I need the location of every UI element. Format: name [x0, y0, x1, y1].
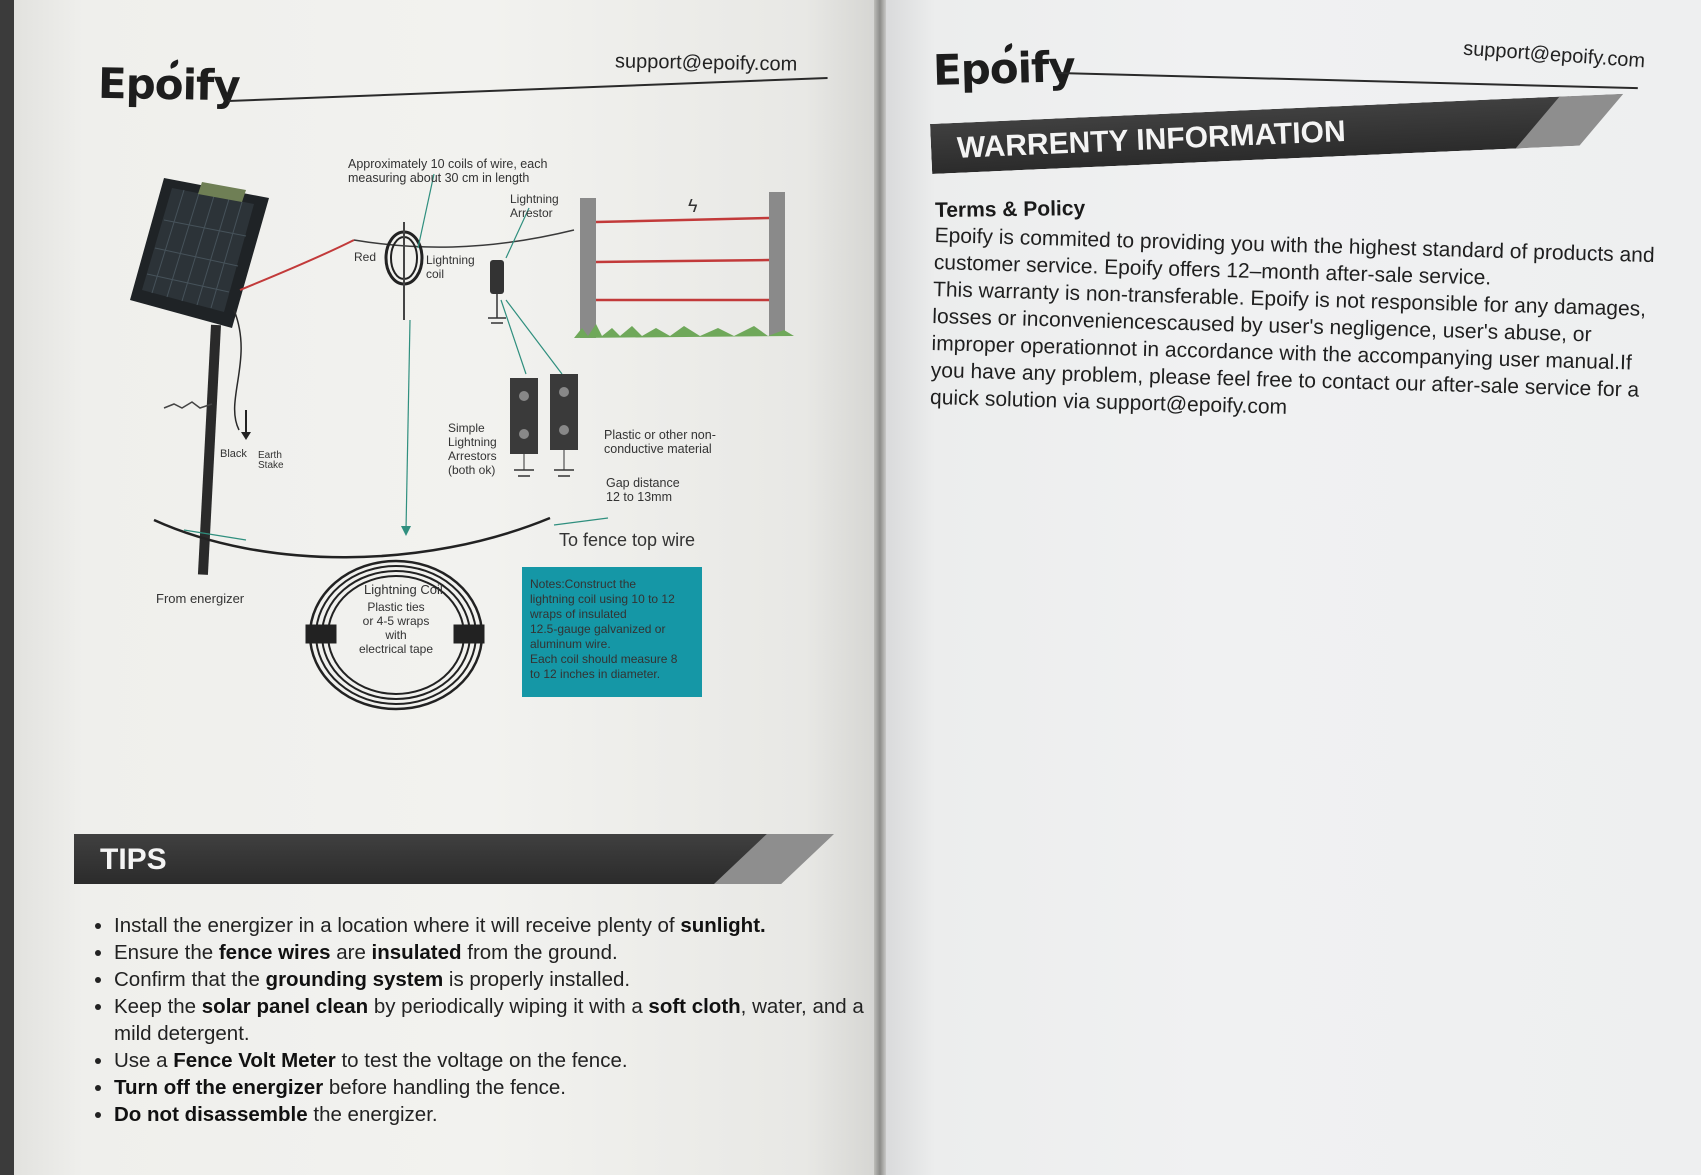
note-text-2: lightning coil using 10 to 12 — [530, 592, 675, 606]
fence-icon: ϟ — [574, 192, 794, 338]
notes-box — [522, 567, 702, 697]
header-rule-right — [1057, 72, 1638, 90]
red-wire — [239, 239, 355, 291]
plastic-label: Plastic or other non- — [604, 428, 716, 442]
header-email-left: support@epoify.com — [614, 50, 798, 76]
leaf-o-icon: o — [989, 42, 1019, 94]
ties-label-3: with — [384, 628, 406, 642]
tips-list: Install the energizer in a location wher… — [84, 912, 874, 1128]
tip-item: Confirm that the grounding system is pro… — [114, 966, 874, 993]
simple-arrestors-label-2: Lightning — [448, 435, 497, 449]
tips-title: TIPS — [100, 843, 167, 876]
leaf-o-icon: o — [154, 59, 184, 110]
header-rule-left — [227, 76, 828, 102]
black-wire — [233, 309, 242, 431]
brand-text-start: Ep — [97, 58, 156, 109]
header-email-right: support@epoify.com — [1462, 37, 1646, 73]
tip-item: Ensure the fence wires are insulated fro… — [114, 939, 874, 966]
arrestor-label: Lightning — [510, 192, 559, 206]
note-text-7: to 12 inches in diameter. — [530, 667, 660, 681]
note-text-6: Each coil should measure 8 — [530, 652, 678, 666]
simple-arrestors-label-4: (both ok) — [448, 463, 495, 477]
coil-wire — [153, 516, 551, 559]
coil-label-2: coil — [426, 267, 444, 281]
black-label: Black — [220, 448, 247, 460]
terms-body: Epoify is commited to providing you with… — [930, 222, 1670, 431]
tip-item: Use a Fence Volt Meter to test the volta… — [114, 1047, 874, 1074]
solar-energizer-icon — [130, 178, 269, 575]
gap-label-2: 12 to 13mm — [606, 490, 672, 504]
terms-paragraph-2: This warranty is non-transferable. Epoif… — [929, 277, 1647, 419]
coil-loop-icon — [305, 559, 485, 711]
note-text-1: Notes:Construct the — [530, 577, 636, 591]
coil-label: Lightning — [426, 253, 475, 267]
ties-label-2: or 4-5 wraps — [363, 614, 430, 628]
brand-text-end: ify — [1016, 42, 1076, 93]
simple-arrestors-label: Simple — [448, 421, 485, 435]
coils-note-label-2: measuring about 30 cm in length — [348, 171, 529, 185]
tip-item: Turn off the energizer before handling t… — [114, 1074, 874, 1101]
tips-banner: TIPS — [74, 834, 834, 884]
lightning-protection-diagram: ϟ — [130, 157, 794, 711]
arrestor-icon — [490, 260, 504, 294]
arrestor-label-2: Arrestor — [510, 206, 553, 220]
from-energizer-label: From energizer — [156, 591, 245, 606]
ties-label-4: electrical tape — [359, 642, 433, 656]
warranty-banner: WARRENTY INFORMATION — [930, 93, 1632, 173]
tip-item: Install the energizer in a location wher… — [114, 912, 874, 939]
tip-item: Do not disassemble the energizer. — [114, 1101, 874, 1128]
ties-label: Plastic ties — [367, 600, 424, 614]
note-text-3: wraps of insulated — [529, 607, 627, 621]
earth-label: Earth — [258, 450, 282, 461]
note-text-4: 12.5-gauge galvanized or — [530, 622, 665, 636]
note-text-5: aluminum wire. — [530, 637, 611, 651]
simple-arrestors-label-3: Arrestors — [448, 449, 497, 463]
to-fence-label: To fence top wire — [559, 530, 695, 550]
lightning-coil-label: Lightning Coil — [364, 582, 443, 597]
book-gutter — [874, 0, 886, 1175]
plastic-label-2: conductive material — [604, 442, 712, 456]
tip-item: Keep the solar panel clean by periodical… — [114, 993, 874, 1047]
earth-label-2: Stake — [258, 460, 284, 471]
coils-note-label: Approximately 10 coils of wire, each — [348, 157, 547, 171]
simple-arrestors-icon — [510, 374, 578, 477]
terms-title: Terms & Policy — [934, 196, 1086, 223]
gap-label: Gap distance — [606, 476, 680, 490]
red-label: Red — [354, 250, 376, 264]
brand-text-start: Ep — [932, 44, 991, 95]
brand-text-end: ify — [182, 60, 241, 111]
svg-text:ϟ: ϟ — [688, 196, 698, 216]
